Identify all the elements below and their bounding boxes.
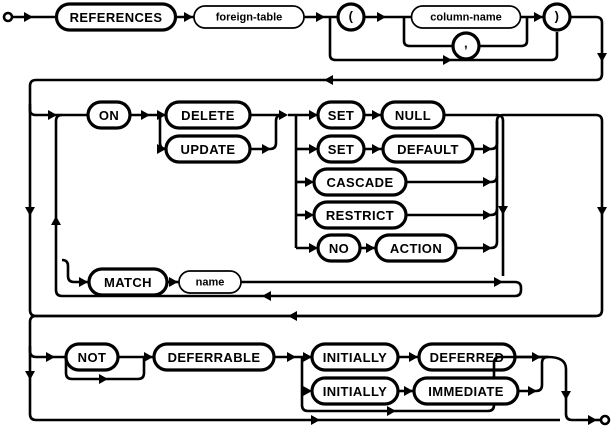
token-column-name[interactable]: column-name [410, 5, 522, 29]
connector-row1-to-row2 [28, 70, 604, 104]
token-default[interactable]: DEFAULT [381, 134, 475, 164]
token-match[interactable]: MATCH [87, 267, 169, 297]
token-delete-label: DELETE [181, 108, 235, 123]
token-name[interactable]: name [178, 270, 242, 294]
token-cascade-label: CASCADE [326, 175, 393, 190]
token-initially-deferred[interactable]: INITIALLY [310, 342, 400, 372]
token-cascade[interactable]: CASCADE [312, 167, 408, 197]
token-deferrable-label: DEFERRABLE [168, 350, 261, 365]
token-set-null-set[interactable]: SET [316, 100, 366, 130]
token-immediate[interactable]: IMMEDIATE [412, 376, 520, 406]
token-references-label: REFERENCES [70, 10, 163, 25]
token-set-default-set[interactable]: SET [316, 134, 366, 164]
token-left-paren-label: ( [349, 9, 354, 24]
row-references: REFERENCES foreign-table ( [54, 2, 607, 70]
end-marker [597, 414, 611, 426]
token-action-label: ACTION [390, 241, 442, 256]
token-not-label: NOT [78, 350, 107, 365]
token-name-label: name [196, 277, 225, 289]
token-left-paren[interactable]: ( [336, 2, 366, 32]
connector-row2-to-row3 [28, 113, 607, 346]
token-comma-label: , [464, 36, 468, 51]
token-initially-1-label: INITIALLY [323, 350, 388, 365]
token-right-paren[interactable]: ) [542, 2, 572, 32]
token-no-label: NO [329, 241, 349, 256]
row-deferrable: NOT DEFERRABLE INITIALLY [25, 342, 597, 425]
start-marker [2, 11, 56, 23]
token-deferrable[interactable]: DEFERRABLE [152, 342, 276, 372]
token-set-default-set-label: SET [328, 142, 354, 157]
token-default-label: DEFAULT [397, 142, 459, 157]
token-comma[interactable]: , [451, 31, 481, 61]
token-null[interactable]: NULL [380, 100, 446, 130]
token-no[interactable]: NO [316, 233, 362, 263]
token-foreign-table[interactable]: foreign-table [193, 5, 305, 29]
token-on-label: ON [99, 108, 119, 123]
token-null-label: NULL [395, 108, 431, 123]
token-immediate-label: IMMEDIATE [428, 384, 504, 399]
token-restrict-label: RESTRICT [326, 208, 394, 223]
token-foreign-table-label: foreign-table [216, 12, 283, 24]
token-restrict[interactable]: RESTRICT [312, 200, 408, 230]
token-deferred-label: DEFERRED [430, 350, 505, 365]
token-update[interactable]: UPDATE [164, 134, 252, 164]
token-right-paren-label: ) [555, 9, 560, 24]
token-on[interactable]: ON [86, 100, 132, 130]
token-initially-immediate[interactable]: INITIALLY [310, 376, 400, 406]
token-references[interactable]: REFERENCES [54, 2, 178, 32]
token-set-null-set-label: SET [328, 108, 354, 123]
token-action[interactable]: ACTION [374, 233, 458, 263]
token-delete[interactable]: DELETE [164, 100, 252, 130]
row-on-actions: ON DELETE UPDATE [25, 100, 596, 318]
token-column-name-label: column-name [430, 12, 502, 24]
token-match-label: MATCH [104, 275, 152, 290]
token-initially-2-label: INITIALLY [323, 384, 388, 399]
token-update-label: UPDATE [181, 142, 236, 157]
token-not[interactable]: NOT [64, 342, 120, 372]
